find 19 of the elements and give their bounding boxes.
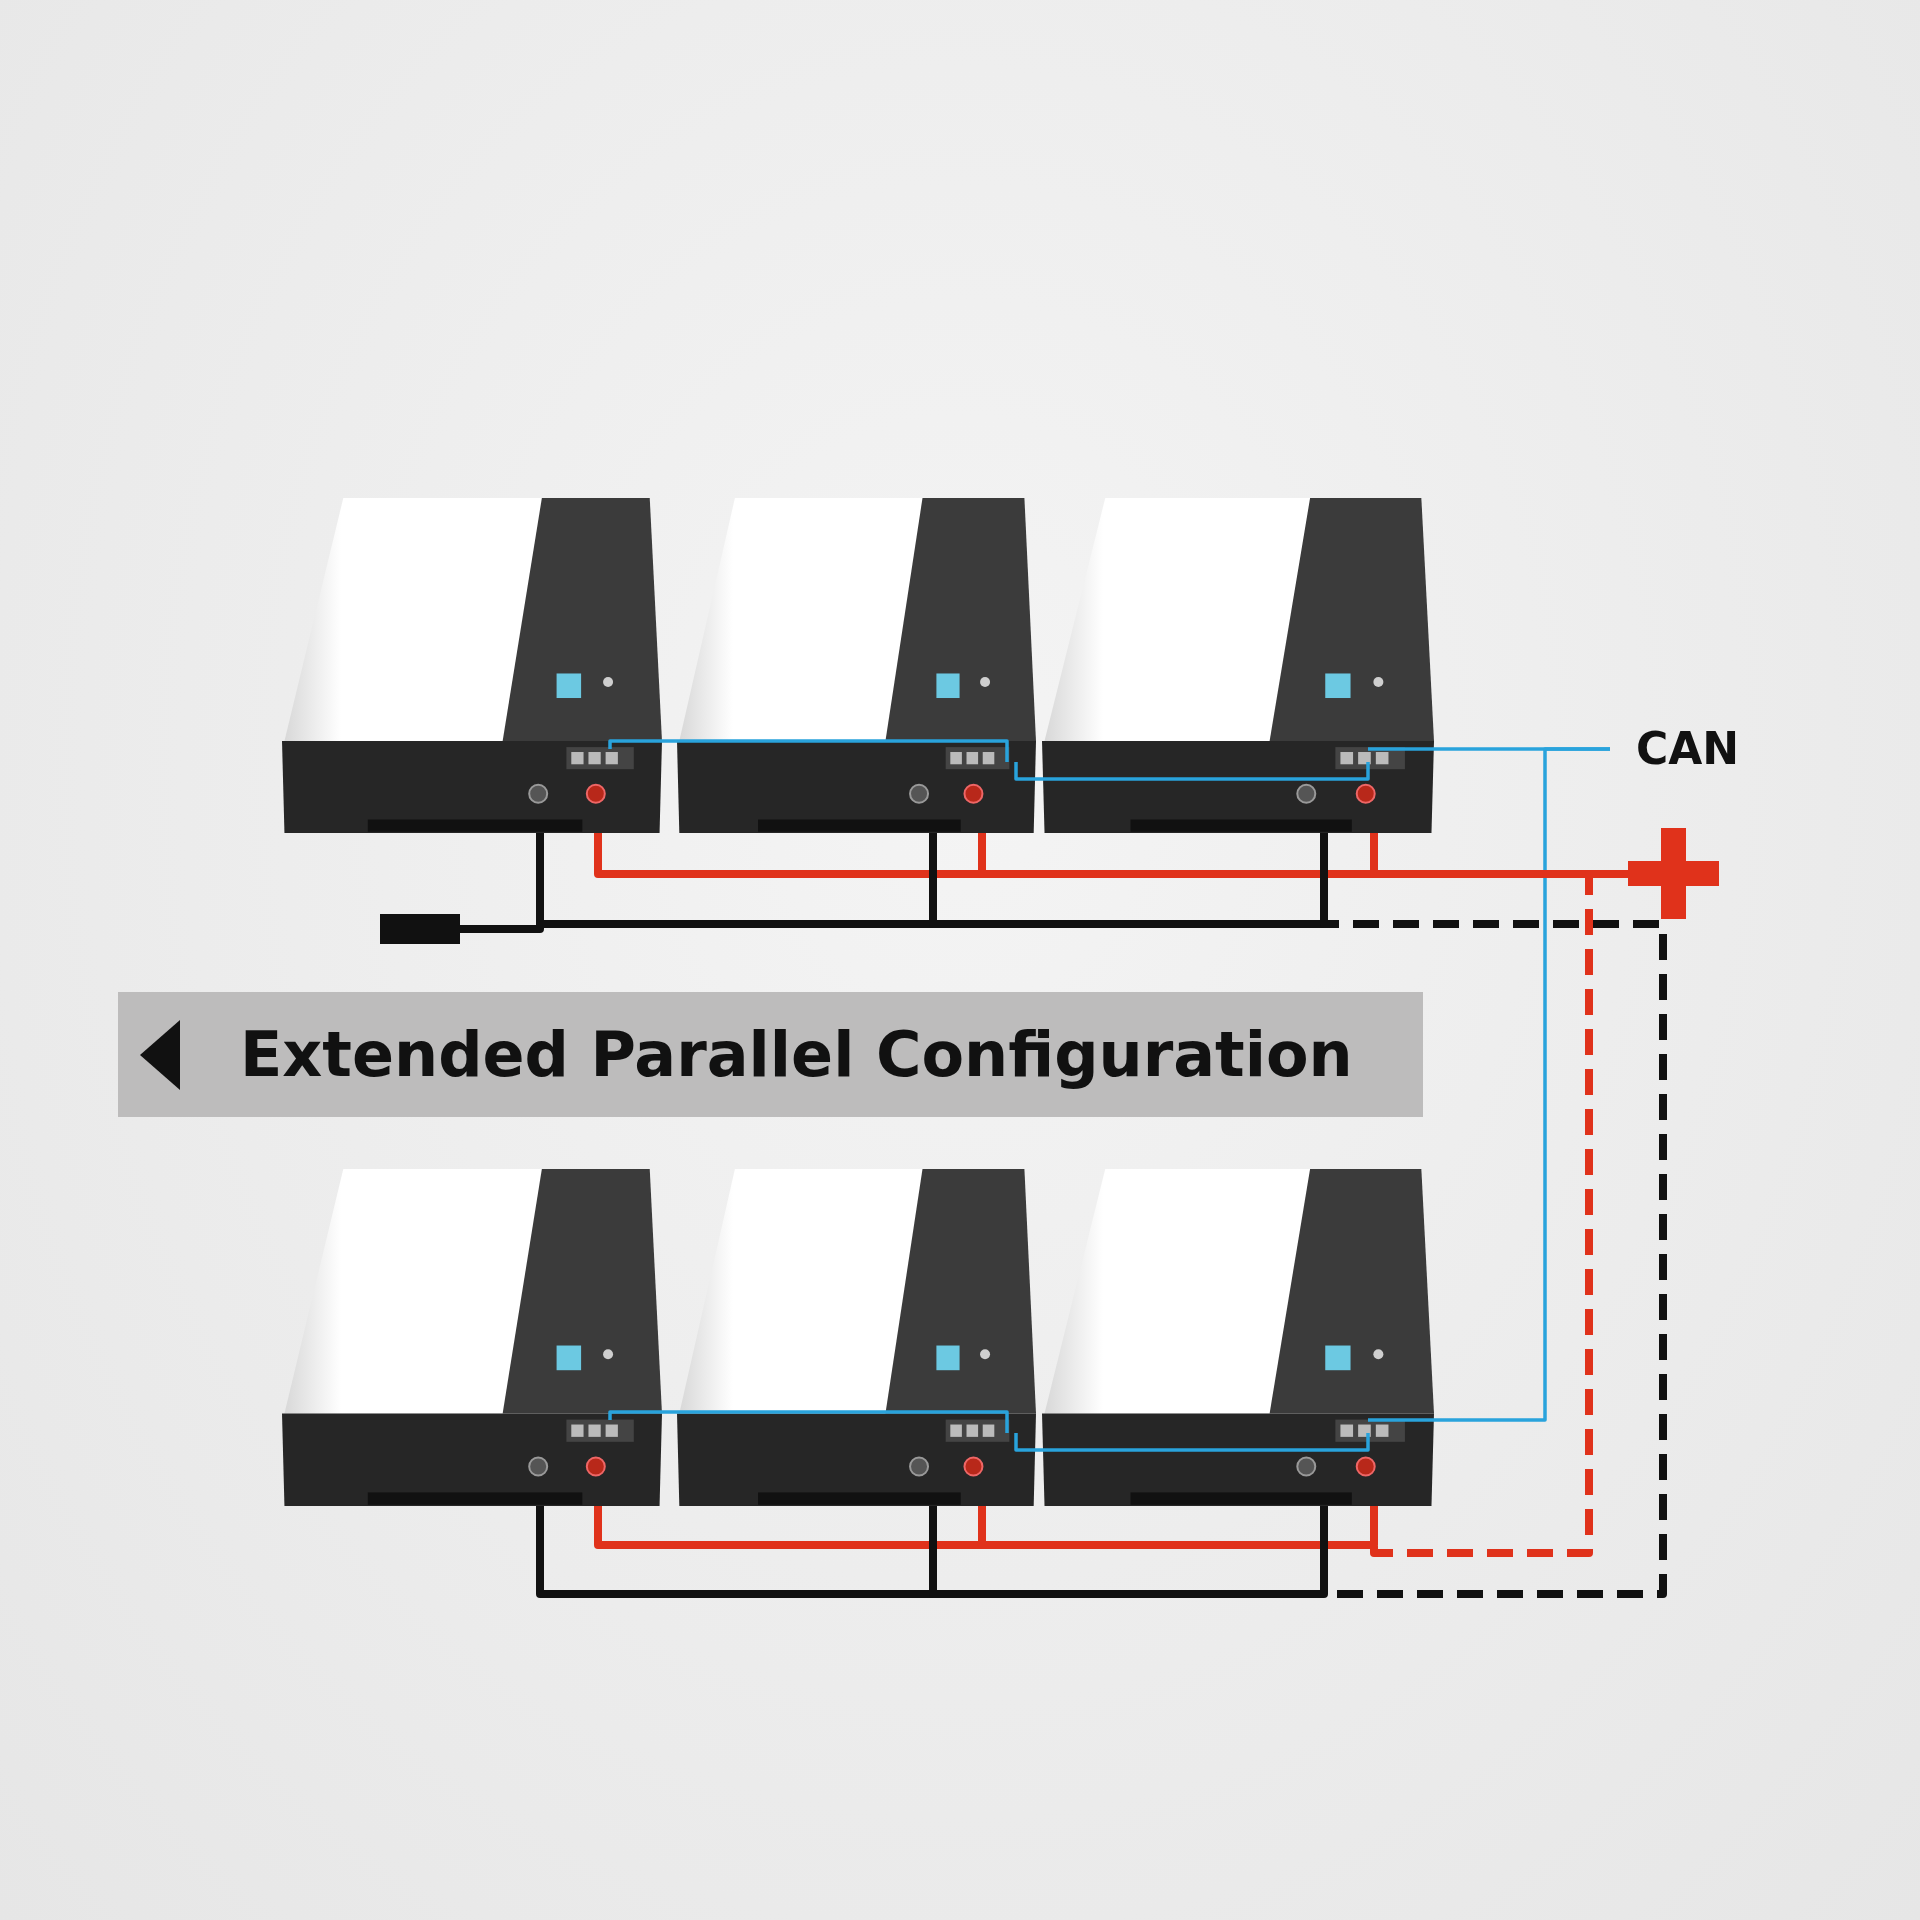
battery-module-drawing <box>1042 498 1434 833</box>
cable <box>608 739 1009 762</box>
battery-module-drawing <box>282 1169 662 1506</box>
cable <box>1014 1433 1370 1452</box>
battery-module-drawing <box>282 498 662 833</box>
battery-module-drawing <box>677 1169 1036 1506</box>
can-label: CAN <box>1610 722 1750 776</box>
positive-terminal-icon <box>1628 828 1719 919</box>
battery-module-drawing <box>1042 1169 1434 1506</box>
banner-title: Extended Parallel Configuration <box>240 1018 1353 1091</box>
cable <box>929 833 1328 928</box>
cable <box>608 1410 1009 1433</box>
cable <box>1014 762 1370 781</box>
cable <box>929 1506 1328 1598</box>
battery-module-drawing <box>677 498 1036 833</box>
banner <box>118 992 1423 1117</box>
cable <box>978 1506 1378 1549</box>
cable-plug-icon <box>380 914 460 944</box>
cable <box>1368 747 1610 1422</box>
